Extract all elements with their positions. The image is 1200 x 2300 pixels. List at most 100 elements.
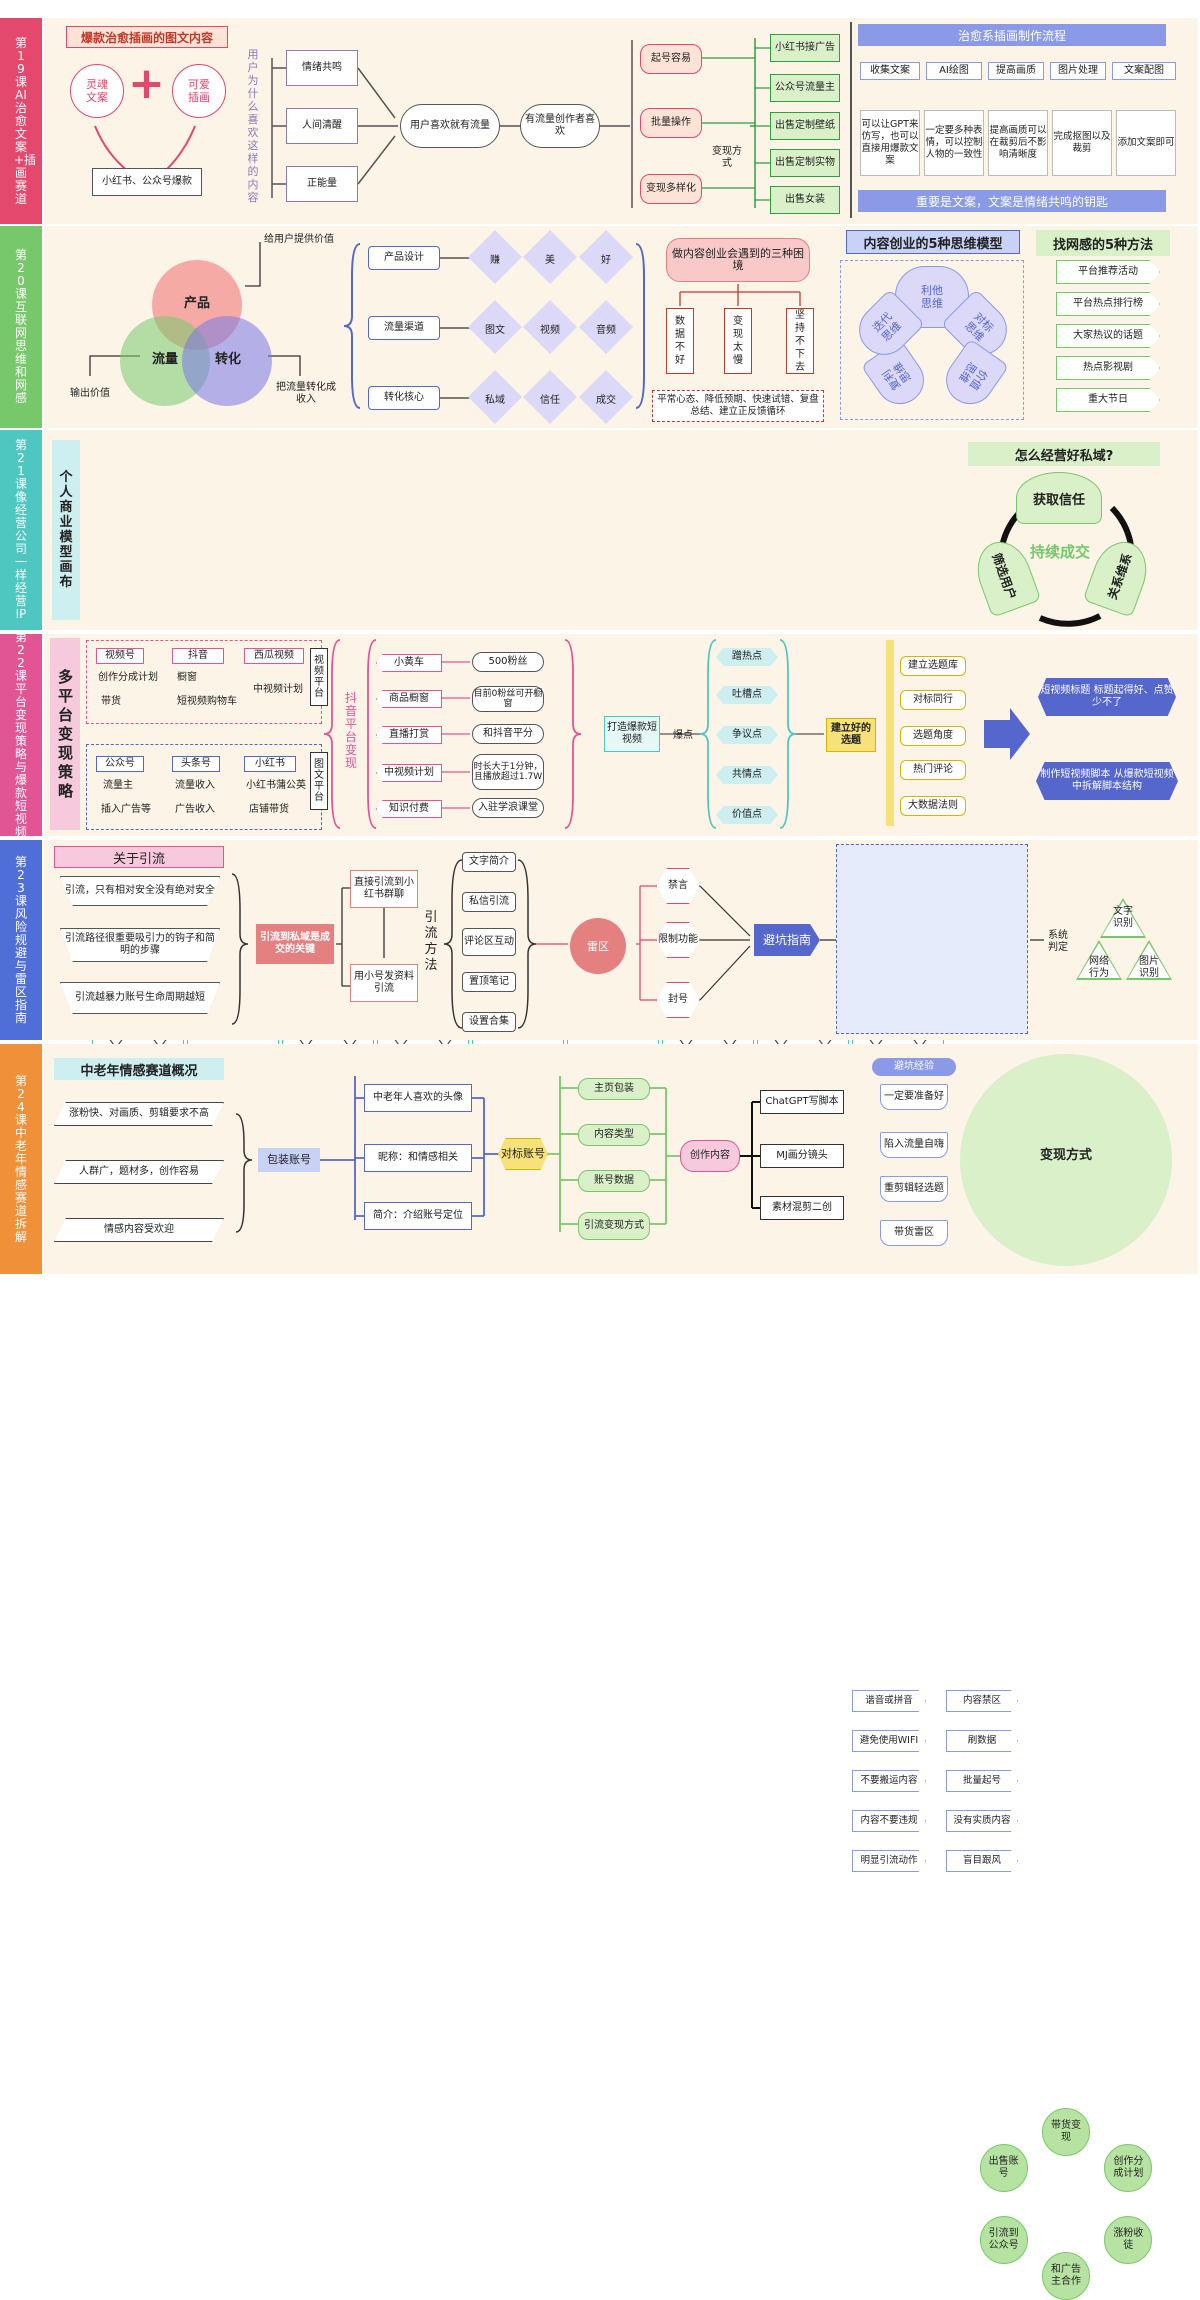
s24-prop-0: 涨粉快、对画质、剪辑要求不高 (54, 1102, 224, 1126)
s23-sys: 系统判定 (1048, 930, 1068, 953)
s20-way-3: 热点影视剧 (1056, 356, 1160, 380)
s19-mid2: 有流量创作者喜欢 (520, 104, 600, 148)
venn-label-1: 流量 (151, 352, 178, 367)
s22-way-0: 小黄车 (376, 654, 442, 672)
s19-monetize-3: 出售定制实物 (770, 149, 840, 177)
s22-douyin: 抖音平台变现 (344, 691, 357, 770)
s23-guide-left-1: 避免使用WIFI (852, 1730, 926, 1752)
s20-item-0-1: 美 (545, 255, 555, 266)
s23-method-1: 私信引流 (462, 892, 516, 912)
s19-monetize-2: 出售定制壁纸 (770, 112, 840, 140)
s19-step-0: 收集文案 (860, 62, 920, 80)
s23-guide-right-4: 盲目跟风 (946, 1850, 1018, 1872)
s19-monetize-4: 出售女装 (770, 186, 840, 214)
s20-item-2-0: 私域 (485, 395, 505, 406)
s24-title: 中老年情感赛道概况 (54, 1058, 224, 1080)
s19-left-circle: 灵魂文案 (70, 64, 124, 118)
s22-text-5: 小红书蒲公英 (246, 780, 306, 791)
s20-models-title: 内容创业的5种思维模型 (846, 230, 1020, 254)
s20-convert: 把流量转化成收入 (276, 382, 336, 405)
s22-cond-4: 入驻学浪课堂 (472, 798, 544, 818)
s23-note-0: 引流，只有相对安全没有绝对安全 (60, 876, 220, 906)
s21-private-title: 怎么经营好私域? (968, 442, 1160, 466)
s20-way-1: 平台热点排行榜 (1056, 292, 1160, 316)
s21-trust: 获取信任 (1016, 472, 1102, 524)
s22-video-4: 橱窗 (177, 672, 197, 683)
s22-hot-0: 蹭热点 (716, 648, 778, 666)
s24-exp-1: 陷入流量自嗨 (880, 1132, 948, 1158)
s20-row-label-0: 产品设计 (368, 246, 440, 270)
s19-desc-2: 提高画质可以在裁剪后不影响清晰度 (988, 110, 1048, 176)
s19-result: 小红书、公众号爆款 (92, 168, 202, 196)
s23-guide-left-0: 谐音或拼音 (852, 1690, 926, 1712)
s23-note-1: 引流路径很重要吸引力的钩子和简明的步骤 (60, 928, 220, 962)
s20-item-2-2: 成交 (596, 395, 616, 406)
s23-guide-right-3: 没有实质内容 (946, 1810, 1018, 1832)
s19-monetize-0: 小红书接广告 (770, 34, 840, 62)
s23-guide-right-2: 批量起号 (946, 1770, 1018, 1792)
s20-output: 输出价值 (70, 388, 110, 399)
s23-guide-left-4: 明显引流动作 (852, 1850, 926, 1872)
s22-r1: 短视频标题 标题起得好、点赞少不了 (1038, 678, 1176, 716)
s24-money-center: 变现方式 (1039, 1148, 1092, 1163)
s24-tool-1: MJ画分镜头 (760, 1144, 844, 1168)
s19-desc-4: 添加文案即可 (1116, 110, 1176, 176)
s24-money-circle (960, 1054, 1172, 1266)
s23-connectors (231, 859, 1044, 1029)
s24-prop-2: 情感内容受欢迎 (54, 1218, 224, 1242)
s24-money-item-2: 涨粉收徒 (1104, 2216, 1153, 2264)
s23-guide-right-0: 内容禁区 (946, 1690, 1018, 1712)
s24-bench-0: 主页包装 (578, 1078, 650, 1100)
s19-bottom: 重要是文案，文案是情绪共鸣的钥匙 (858, 190, 1166, 212)
s22-video-6: 带货 (101, 696, 121, 707)
s20-give: 给用户提供价值 (264, 234, 334, 245)
s22-text-2: 小红书 (244, 756, 296, 772)
s23-mine: 雷区 (570, 918, 626, 974)
s22-topic-0: 建立选题库 (900, 656, 966, 676)
venn-label-2: 转化 (214, 352, 241, 367)
s19-reason-1: 人间清醒 (286, 108, 358, 144)
s22-way-2: 直播打赏 (376, 726, 442, 744)
s23-method-3: 置顶笔记 (462, 972, 516, 992)
s22-cond-2: 和抖音平分 (472, 724, 544, 744)
venn-convert (182, 316, 272, 406)
s19-feat-2: 变现多样化 (640, 174, 702, 204)
s20-connectors (89, 242, 801, 409)
s22-way-1: 商品橱窗 (376, 690, 442, 708)
s22-video-3: 创作分成计划 (98, 672, 158, 683)
s24-money-item-3: 和广告主合作 (1042, 2252, 1090, 2300)
s19-step-4: 文案配图 (1112, 62, 1176, 80)
s19-step-1: AI绘图 (926, 62, 982, 80)
section-21: 第21课像经营公司一样经营IP 个人商业模型画布 KR：核心资源我拥有什么信息技… (0, 430, 1200, 1050)
s24-pack: 包装账号 (258, 1148, 320, 1172)
s22-topic-3: 热门评论 (900, 760, 966, 780)
s20-dilemma-1: 变现太慢 (724, 308, 752, 374)
s24-bench: 对标账号 (498, 1138, 548, 1170)
s24-create: 创作内容 (680, 1140, 740, 1172)
s24-exp: 避坑经验 (872, 1058, 956, 1076)
s19-reason-0: 情绪共鸣 (286, 50, 358, 86)
s24-money-item-4: 引流到公众号 (979, 2216, 1028, 2264)
s20-item-1-2: 音频 (596, 325, 616, 336)
s23-guide-left-3: 内容不要违规 (852, 1810, 926, 1832)
s19-mid1: 用户喜欢就有流量 (400, 104, 500, 148)
s23-title: 关于引流 (54, 846, 224, 868)
s24-tool-0: ChatGPT写脚本 (760, 1090, 844, 1114)
s19-desc-0: 可以让GPT来仿写，也可以直接用爆款文案 (860, 110, 920, 176)
s22-text-6: 插入广告等 (101, 804, 151, 815)
section-24-label: 第24课中老年情感赛道拆解 (0, 1044, 42, 1274)
s22-text-3: 流量主 (103, 780, 133, 791)
s23-guide-right-1: 刷数据 (946, 1730, 1018, 1752)
s23-d1: 直接引流到小红书群聊 (350, 870, 418, 908)
s19-step-3: 图片处理 (1050, 62, 1106, 80)
s22-text-7: 广告收入 (175, 804, 215, 815)
s20-item-1-1: 视频 (540, 325, 560, 336)
s19-plus: + (128, 58, 165, 109)
section-24: 第24课中老年情感赛道拆解 中老年情感赛道概况 涨粉快、对画质、剪辑要求不高 人… (0, 1044, 1200, 2300)
s24-bench-1: 内容类型 (578, 1124, 650, 1146)
s23-method: 引流方法 (424, 910, 438, 973)
s23-tri-0: 文字识别 (1113, 906, 1133, 929)
s24-tool-2: 素材混剪二创 (760, 1196, 844, 1220)
s24-exp-2: 重剪辑轻选题 (880, 1176, 948, 1202)
s19-why: 用户为什么喜欢这样的内容 (247, 48, 259, 204)
